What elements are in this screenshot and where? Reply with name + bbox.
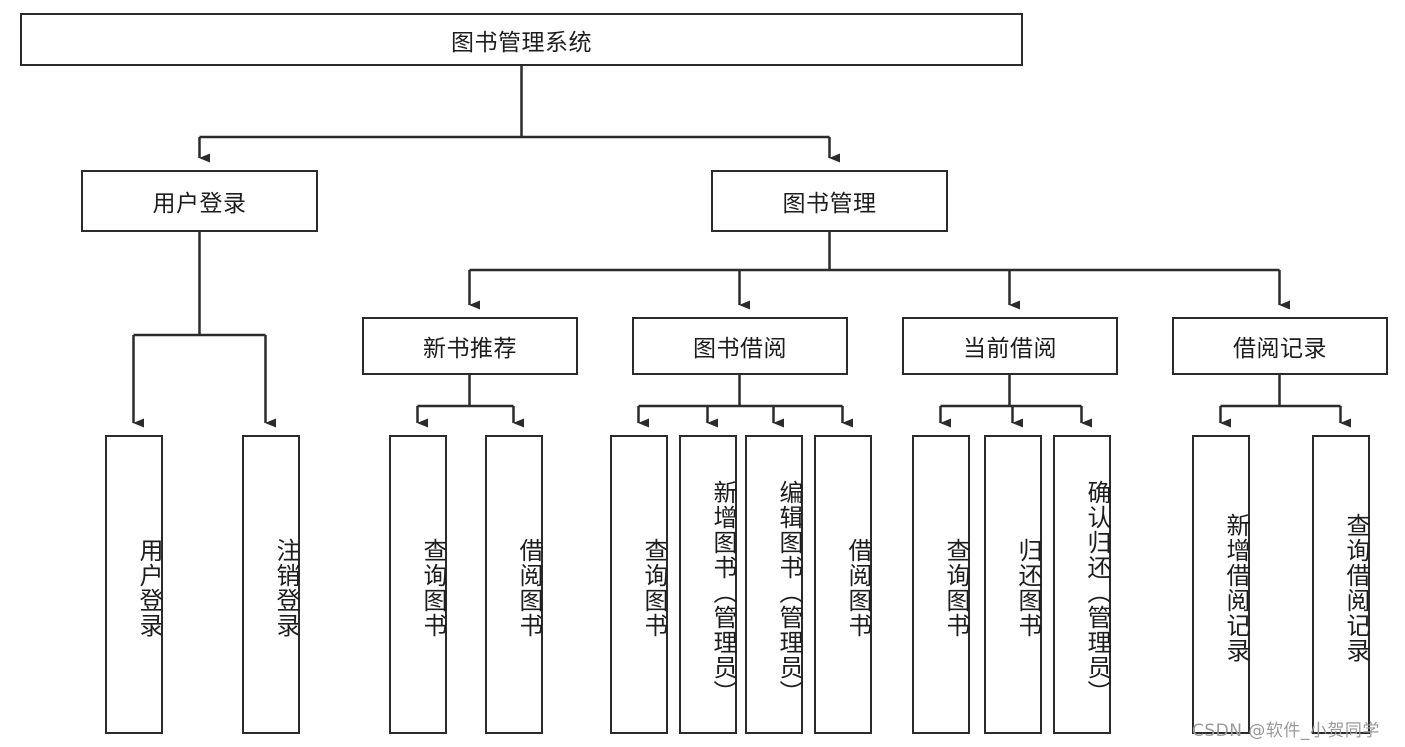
csdn-watermark: CSDN @软件_小贺同学 bbox=[1192, 721, 1380, 741]
leaf-query-book-current[interactable]: 查询图书 bbox=[912, 435, 970, 734]
node-book-management[interactable]: 图书管理 bbox=[711, 170, 948, 232]
leaf-return-book[interactable]: 归还图书 bbox=[984, 435, 1042, 734]
leaf-query-borrow-record[interactable]: 查询借阅记录 bbox=[1312, 435, 1370, 734]
node-user-login[interactable]: 用户登录 bbox=[81, 170, 318, 232]
node-root-system[interactable]: 图书管理系统 bbox=[20, 13, 1023, 66]
node-current-borrow[interactable]: 当前借阅 bbox=[902, 317, 1118, 375]
leaf-borrow-book-newbook[interactable]: 借阅图书 bbox=[485, 435, 543, 734]
leaf-edit-book-admin[interactable]: 编辑图书（管理员） bbox=[745, 435, 803, 734]
leaf-add-borrow-record[interactable]: 新增借阅记录 bbox=[1192, 435, 1250, 734]
leaf-query-book-newbook[interactable]: 查询图书 bbox=[389, 435, 447, 734]
node-book-borrow[interactable]: 图书借阅 bbox=[632, 317, 848, 375]
leaf-query-book-borrow[interactable]: 查询图书 bbox=[610, 435, 668, 734]
node-borrow-record[interactable]: 借阅记录 bbox=[1172, 317, 1388, 375]
leaf-confirm-return-admin[interactable]: 确认归还（管理员） bbox=[1053, 435, 1111, 734]
node-new-book-recommend[interactable]: 新书推荐 bbox=[362, 317, 578, 375]
leaf-user-login[interactable]: 用户登录 bbox=[105, 435, 163, 734]
leaf-borrow-book[interactable]: 借阅图书 bbox=[814, 435, 872, 734]
leaf-add-book-admin[interactable]: 新增图书（管理员） bbox=[679, 435, 737, 734]
leaf-logout[interactable]: 注销登录 bbox=[242, 435, 300, 734]
